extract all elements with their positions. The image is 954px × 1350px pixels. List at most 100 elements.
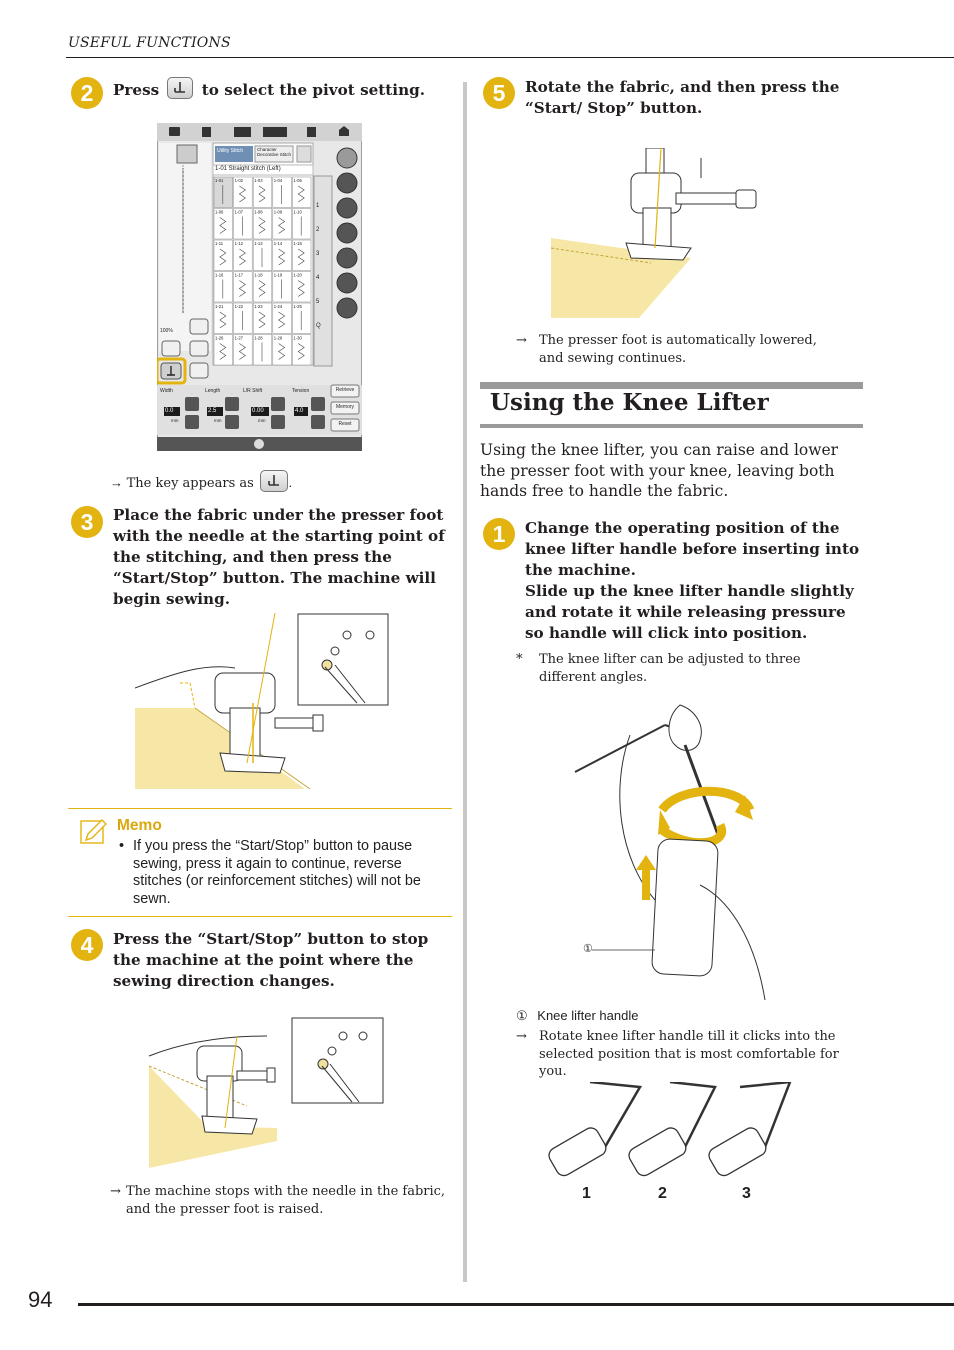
callout-legend: ① Knee lifter handle xyxy=(516,1008,639,1023)
stitch-code-label: 1-17 xyxy=(235,273,244,278)
stitch-key xyxy=(292,271,312,303)
stitch-key xyxy=(292,208,312,240)
step-5-badge: 5 xyxy=(483,77,515,109)
step-4-note: → The machine stops with the needle in t… xyxy=(110,1184,446,1217)
screen-reset-button: Reset xyxy=(338,421,352,427)
stitch-key xyxy=(252,176,273,208)
stitch-code-label: 1-27 xyxy=(235,336,244,341)
stitch-key xyxy=(272,302,292,334)
stitch-pattern-glyph xyxy=(278,217,286,234)
stitch-key xyxy=(213,176,233,208)
stitch-pattern-glyph xyxy=(258,311,266,329)
screen-zoom: 100% xyxy=(160,328,173,334)
stitch-code-label: 1-28 xyxy=(254,336,263,341)
step-3-badge: 3 xyxy=(71,506,103,538)
stitch-code-label: 1-29 xyxy=(274,336,283,341)
step-2-badge: 2 xyxy=(71,77,103,109)
screen-category-tab: 4 xyxy=(316,275,320,281)
stitch-code-label: 1-26 xyxy=(215,336,224,341)
screen-setting-unit: mm xyxy=(214,418,222,423)
presser-foot-stop-illustration xyxy=(147,1016,387,1171)
stitch-code-label: 1-07 xyxy=(235,210,244,215)
stitch-code-label: 1-06 xyxy=(215,210,224,215)
step-2-press: Press xyxy=(113,81,160,99)
stitch-key xyxy=(252,208,273,240)
stitch-key xyxy=(252,271,273,303)
screen-setting-label: Width xyxy=(160,388,173,394)
pivot-key-icon-small xyxy=(260,470,289,492)
stitch-key xyxy=(252,302,273,334)
position-label-2: 2 xyxy=(658,1185,667,1202)
knee-lifter-positions-illustration: 1 2 3 xyxy=(545,1080,805,1212)
stitch-code-label: 1-12 xyxy=(235,241,244,246)
stitch-pattern-glyph xyxy=(238,248,246,266)
stitch-key xyxy=(213,208,233,240)
pivot-key-icon xyxy=(167,77,194,99)
stitch-code-label: 1-09 xyxy=(274,210,283,215)
position-label-3: 3 xyxy=(742,1185,751,1202)
step-4-badge: 4 xyxy=(71,929,103,961)
stitch-key xyxy=(292,239,312,271)
section-intro: Using the knee lifter, you can raise and… xyxy=(480,441,839,500)
section-title: Using the Knee Lifter xyxy=(490,389,769,416)
stitch-code-label: 1-23 xyxy=(254,304,263,309)
stitch-pattern-glyph xyxy=(238,280,246,297)
stitch-pattern-glyph xyxy=(238,343,246,360)
stitch-code-label: 1-25 xyxy=(293,304,302,309)
stitch-key xyxy=(233,271,253,303)
stitch-key xyxy=(292,302,312,334)
memo-title: Memo xyxy=(117,817,162,834)
stitch-pattern-glyph xyxy=(278,248,286,266)
stitch-key xyxy=(233,334,253,366)
knee-step-1-line2: Slide up the knee lifter handle slightly… xyxy=(525,582,854,642)
screen-category-tab: Q xyxy=(316,323,321,329)
stitch-code-label: 1-10 xyxy=(293,210,302,215)
stitch-code-label: 1-03 xyxy=(254,178,263,183)
stitch-key xyxy=(272,271,292,303)
screen-category-tab: 5 xyxy=(316,299,320,305)
page-number: 94 xyxy=(28,1287,53,1312)
callout-1-marker: ① xyxy=(583,943,593,955)
screen-category-tab: 2 xyxy=(316,227,320,233)
rotate-note: → Rotate knee lifter handle till it clic… xyxy=(516,1029,839,1079)
screen-setting-label: L/R Shift xyxy=(243,388,263,394)
stitch-key xyxy=(213,302,233,334)
screen-memory-button: Memory xyxy=(335,404,355,410)
stitch-key xyxy=(213,334,233,366)
stitch-key xyxy=(272,334,292,366)
knee-step-1-line1: Change the operating position of the kne… xyxy=(525,519,860,579)
running-header: USEFUL FUNCTIONS xyxy=(68,35,231,51)
stitch-key xyxy=(213,239,233,271)
screen-tab-character: Character Decorative Stitch xyxy=(257,147,292,157)
screen-setting-value: 0.0 xyxy=(165,408,174,414)
knee-step-1-badge: 1 xyxy=(483,518,515,550)
memo-text: • If you press the “Start/Stop” button t… xyxy=(119,838,421,907)
step-2-rest: to select the pivot setting. xyxy=(201,81,426,99)
stitch-pattern-glyph xyxy=(258,280,266,297)
screen-tab-utility: Utility Stitch xyxy=(217,148,244,154)
stitch-key xyxy=(292,176,312,208)
screen-setting-value: 4.0 xyxy=(295,408,304,414)
stitch-key xyxy=(292,334,312,366)
stitch-key xyxy=(233,239,253,271)
stitch-code-label: 1-15 xyxy=(293,241,302,246)
stitch-code-label: 1-21 xyxy=(215,304,224,309)
step-4-text: Press the “Start/Stop” button to stop th… xyxy=(113,930,429,990)
stitch-key xyxy=(213,271,233,303)
screen-category-tab: 1 xyxy=(316,203,320,209)
stitch-code-label: 1-02 xyxy=(235,178,244,183)
screen-setting-value: 0.00 xyxy=(252,408,264,414)
rotate-fabric-illustration xyxy=(550,147,773,318)
stitch-code-label: 1-05 xyxy=(293,178,302,183)
column-divider xyxy=(463,82,467,1282)
step-5-text: Rotate the fabric, and then press the “S… xyxy=(525,78,840,117)
stitch-code-label: 1-24 xyxy=(274,304,283,309)
stitch-code-label: 1-19 xyxy=(274,273,283,278)
section-heading-band xyxy=(480,382,863,428)
screen-setting-unit: mm xyxy=(258,418,266,423)
stitch-code-label: 1-16 xyxy=(215,273,224,278)
screen-retrieve-button: Retrieve xyxy=(335,387,355,393)
stitch-key xyxy=(233,176,253,208)
stitch-pattern-glyph xyxy=(297,343,305,360)
position-label-1: 1 xyxy=(582,1185,591,1202)
